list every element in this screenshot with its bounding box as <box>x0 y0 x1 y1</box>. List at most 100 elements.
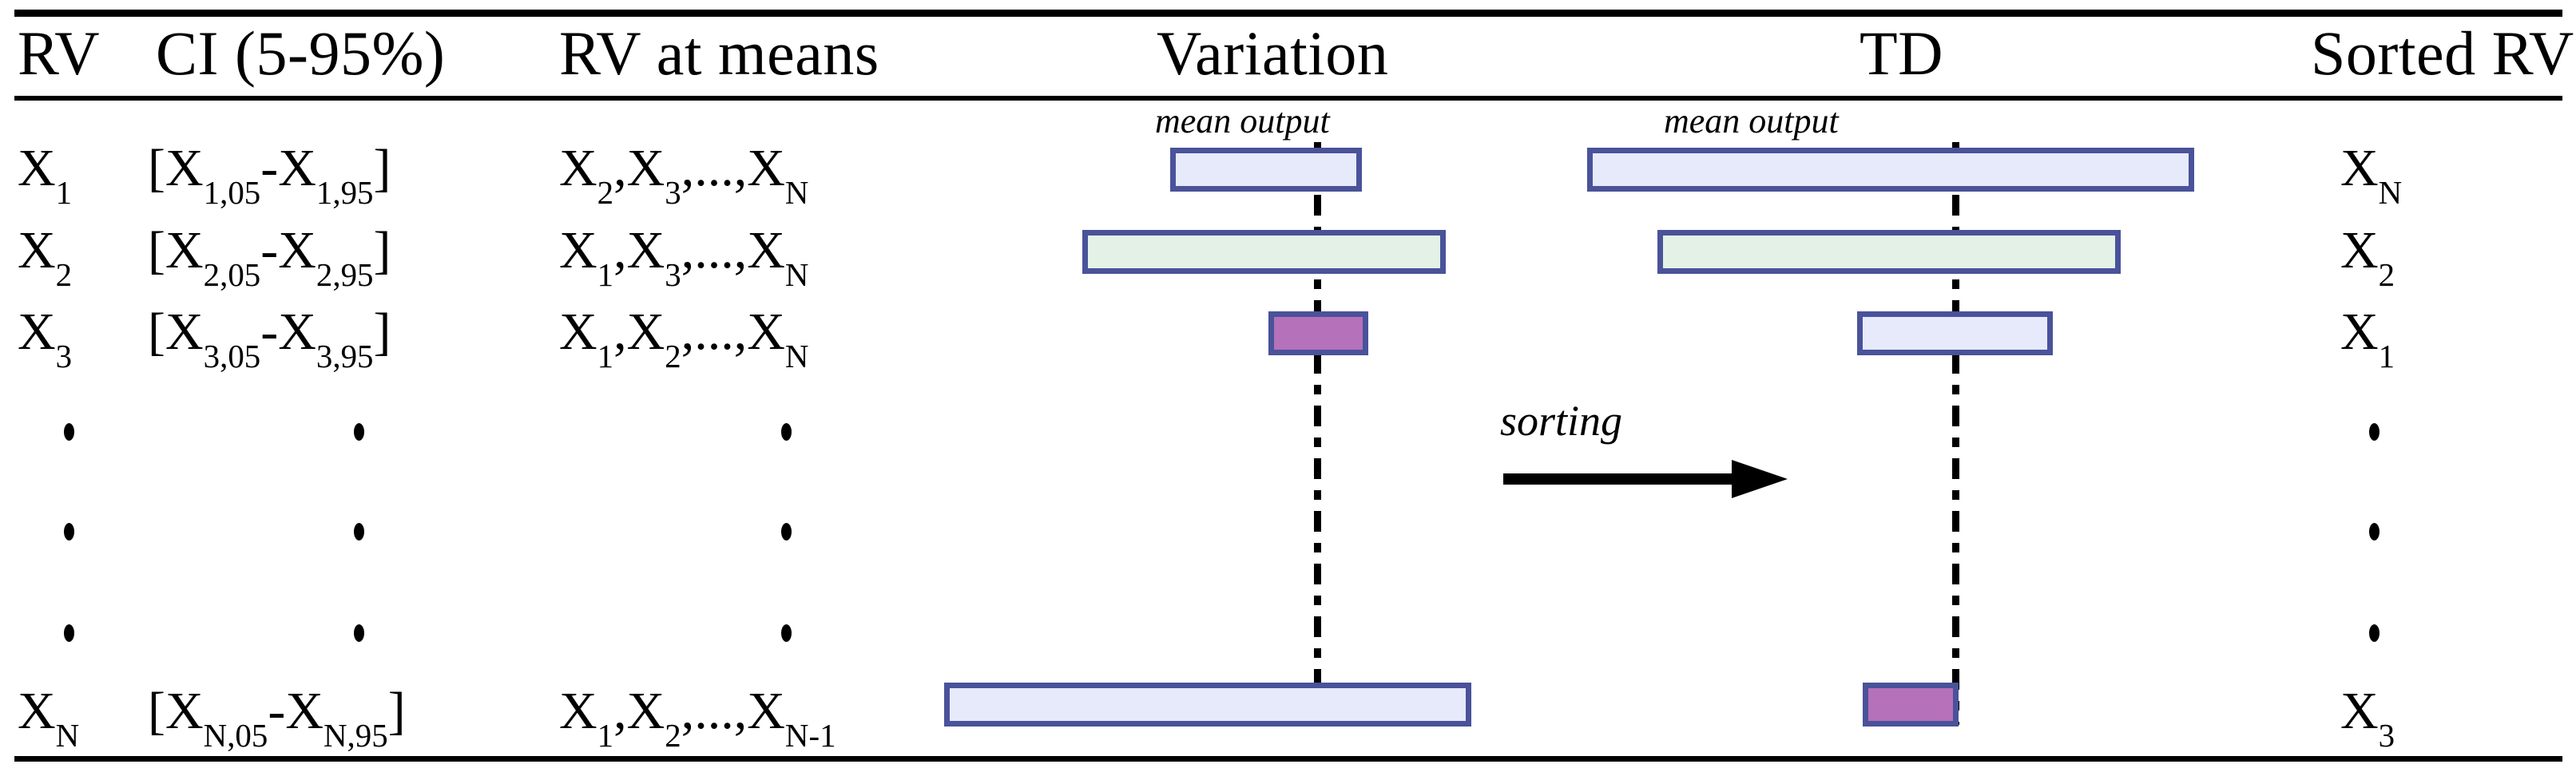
ci-open: [X <box>148 303 204 361</box>
sorted-rv-subscript: 2 <box>2378 257 2395 294</box>
table-row: X1 <box>18 139 72 210</box>
table-row: X1,X2,...,XN-1 <box>559 682 836 753</box>
rv-base: X <box>18 303 56 361</box>
mean-output-line-variation <box>1314 142 1321 725</box>
ellipsis-dot <box>781 624 792 642</box>
ellipsis-dot <box>2369 523 2380 540</box>
sorted-rv-base: X <box>2340 139 2379 197</box>
ellipsis-dot <box>2369 423 2380 441</box>
variation-bar-x1 <box>1170 148 1362 192</box>
means-sub-1: 1 <box>597 718 614 754</box>
sorting-annotation: sorting <box>1500 398 1788 501</box>
means-base-1: X <box>559 682 597 740</box>
table-row: [X1,05-X1,95] <box>148 139 391 210</box>
ellipsis-dot <box>64 624 74 642</box>
mean-output-line-td <box>1952 142 1959 725</box>
ci-sub-high: 2,95 <box>316 257 374 294</box>
means-sub-3: N-1 <box>784 718 836 754</box>
table-row: XN <box>2340 139 2402 210</box>
table-row: X2,X3,...,XN <box>559 139 808 210</box>
ci-open: [X <box>148 682 204 740</box>
table-row: X3 <box>2340 682 2395 753</box>
column-header-sorted-rv: Sorted RV <box>2311 18 2574 88</box>
ci-sub-high: N,95 <box>323 718 388 754</box>
means-base-1: X <box>559 139 597 197</box>
column-header-rv-at-means: RV at means <box>559 18 879 88</box>
mean-output-label-variation: mean output <box>1155 101 1330 141</box>
means-base-2: ,X <box>613 682 665 740</box>
sorted-rv-subscript: 1 <box>2378 339 2395 375</box>
means-base-1: X <box>559 221 597 279</box>
sorting-arrow-icon <box>1503 460 1788 498</box>
rv-subscript: N <box>55 718 80 754</box>
means-sub-2: 2 <box>665 718 681 754</box>
rv-base: X <box>18 221 56 279</box>
means-tail: ,...,X <box>681 139 785 197</box>
means-sub-3: N <box>784 175 809 212</box>
ci-sub-low: N,05 <box>203 718 268 754</box>
table-top-rule <box>14 10 2562 17</box>
column-header-ci: CI (5-95%) <box>156 18 446 88</box>
ci-open: [X <box>148 221 204 279</box>
mean-output-label-td: mean output <box>1664 101 1839 141</box>
ellipsis-dot <box>354 423 364 441</box>
ci-dash: -X <box>260 139 316 197</box>
table-row: X1 <box>2340 303 2395 374</box>
ci-close: ] <box>373 303 391 361</box>
means-tail: ,...,X <box>681 303 785 361</box>
ellipsis-dot <box>2369 624 2380 642</box>
table-row: X1,X2,...,XN <box>559 303 808 374</box>
ci-close: ] <box>373 139 391 197</box>
table-row: [X2,05-X2,95] <box>148 221 391 292</box>
means-sub-1: 2 <box>597 175 614 212</box>
table-bottom-rule <box>14 756 2562 762</box>
rv-subscript: 1 <box>55 175 73 212</box>
means-sub-1: 1 <box>597 257 614 294</box>
table-row: X3 <box>18 303 72 374</box>
means-base-2: ,X <box>613 221 665 279</box>
ci-close: ] <box>387 682 406 740</box>
td-bar-x1 <box>1857 311 2053 355</box>
ellipsis-dot <box>354 523 364 540</box>
ellipsis-dot <box>781 523 792 540</box>
column-header-td: TD <box>1860 18 1943 88</box>
sorted-rv-base: X <box>2340 682 2379 740</box>
variation-bar-x2 <box>1082 230 1446 274</box>
rv-subscript: 3 <box>55 339 73 375</box>
means-base-2: ,X <box>613 139 665 197</box>
means-tail: ,...,X <box>681 682 785 740</box>
td-bar-x2 <box>1657 230 2121 274</box>
sorted-rv-base: X <box>2340 303 2379 361</box>
column-header-variation: Variation <box>1157 18 1389 88</box>
table-header-rule <box>14 96 2562 101</box>
sorted-rv-base: X <box>2340 221 2379 279</box>
means-sub-1: 1 <box>597 339 614 375</box>
table-row: XN <box>18 682 79 753</box>
means-sub-3: N <box>784 339 809 375</box>
means-base-1: X <box>559 303 597 361</box>
sorted-rv-subscript: N <box>2378 175 2403 212</box>
rv-subscript: 2 <box>55 257 73 294</box>
ci-sub-low: 3,05 <box>203 339 261 375</box>
table-row: X2 <box>18 221 72 292</box>
variation-bar-x3 <box>1268 311 1368 355</box>
ellipsis-dot <box>64 423 74 441</box>
sorted-rv-subscript: 3 <box>2378 718 2395 754</box>
ci-dash: -X <box>268 682 323 740</box>
means-sub-3: N <box>784 257 809 294</box>
ci-sub-low: 1,05 <box>203 175 261 212</box>
means-tail: ,...,X <box>681 221 785 279</box>
rv-base: X <box>18 139 56 197</box>
ci-sub-high: 1,95 <box>316 175 374 212</box>
means-sub-2: 3 <box>665 257 681 294</box>
ci-close: ] <box>373 221 391 279</box>
table-row: X2 <box>2340 221 2395 292</box>
variation-bar-xn <box>944 683 1471 727</box>
rv-base: X <box>18 682 56 740</box>
ci-open: [X <box>148 139 204 197</box>
means-base-2: ,X <box>613 303 665 361</box>
ci-dash: -X <box>260 303 316 361</box>
column-header-rv: RV <box>18 18 101 88</box>
td-bar-xn <box>1587 148 2194 192</box>
